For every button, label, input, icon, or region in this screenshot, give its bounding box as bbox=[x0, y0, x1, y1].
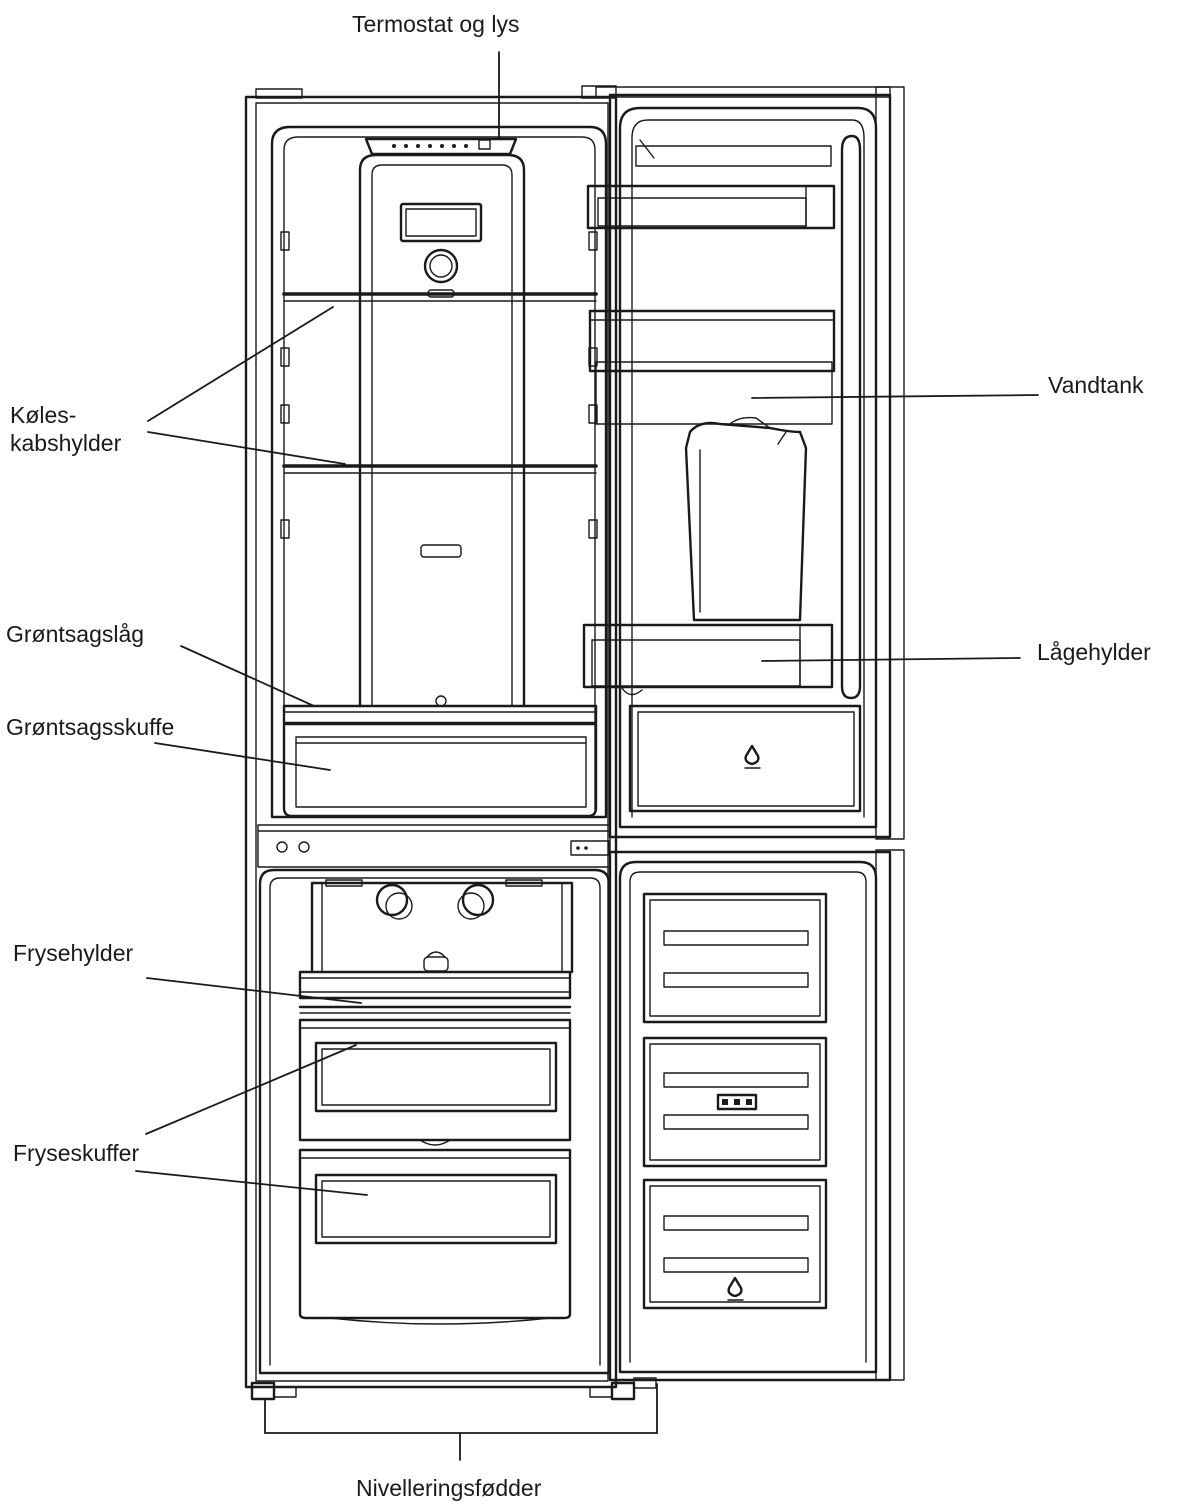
egg-icon bbox=[744, 744, 761, 769]
door-shelf-top bbox=[586, 184, 836, 230]
freezer-compartment bbox=[258, 868, 611, 1375]
freeze-icon bbox=[727, 1276, 744, 1301]
label-freezer-shelves: Frysehylder bbox=[13, 940, 134, 966]
label-thermostat: Termostat og lys bbox=[352, 11, 520, 37]
freezer-door-panel-middle bbox=[642, 1036, 828, 1168]
freezer-drawer-lower bbox=[298, 1148, 572, 1325]
label-freezer-drawers: Fryseskuffer bbox=[13, 1140, 140, 1166]
freezer-door-panel-upper bbox=[642, 892, 828, 1024]
ice-knob-left-icon bbox=[375, 883, 413, 920]
label-leveling-feet: Nivelleringsfødder bbox=[356, 1475, 542, 1501]
cabinet-body bbox=[244, 85, 618, 1389]
door-shelf-lower bbox=[582, 623, 834, 696]
freezer-door bbox=[608, 849, 905, 1382]
ice-maker-area bbox=[310, 879, 574, 974]
shelf-supports bbox=[280, 231, 598, 539]
fridge-shelf-lower bbox=[282, 464, 598, 474]
label-crisper-lid: Grøntsagslåg bbox=[6, 621, 145, 647]
fridge-door bbox=[582, 86, 905, 840]
fridge-compartment bbox=[270, 125, 608, 819]
leveling-feet bbox=[250, 1377, 657, 1401]
label-door-shelves: Lågehylder bbox=[1037, 639, 1151, 665]
fridge-shelf-upper bbox=[282, 292, 598, 302]
label-crisper-drawer: Grøntsagsskuffe bbox=[6, 714, 175, 740]
freezer-shelf bbox=[298, 970, 572, 1014]
leader-lines bbox=[135, 51, 1039, 1461]
freezer-drawer-upper bbox=[298, 1018, 572, 1146]
label-fridge-shelves: Køles- kabshylder bbox=[10, 402, 122, 456]
label-water-tank: Vandtank bbox=[1048, 372, 1144, 398]
crisper-drawer bbox=[282, 722, 598, 818]
ice-knob-right-icon bbox=[457, 883, 495, 920]
crisper-lid bbox=[282, 704, 598, 725]
air-duct bbox=[358, 153, 526, 708]
thermostat-light-unit bbox=[364, 137, 518, 298]
freezer-door-panel-lower bbox=[642, 1178, 828, 1310]
water-tank bbox=[588, 309, 836, 622]
door-bin-bottom bbox=[628, 704, 862, 813]
